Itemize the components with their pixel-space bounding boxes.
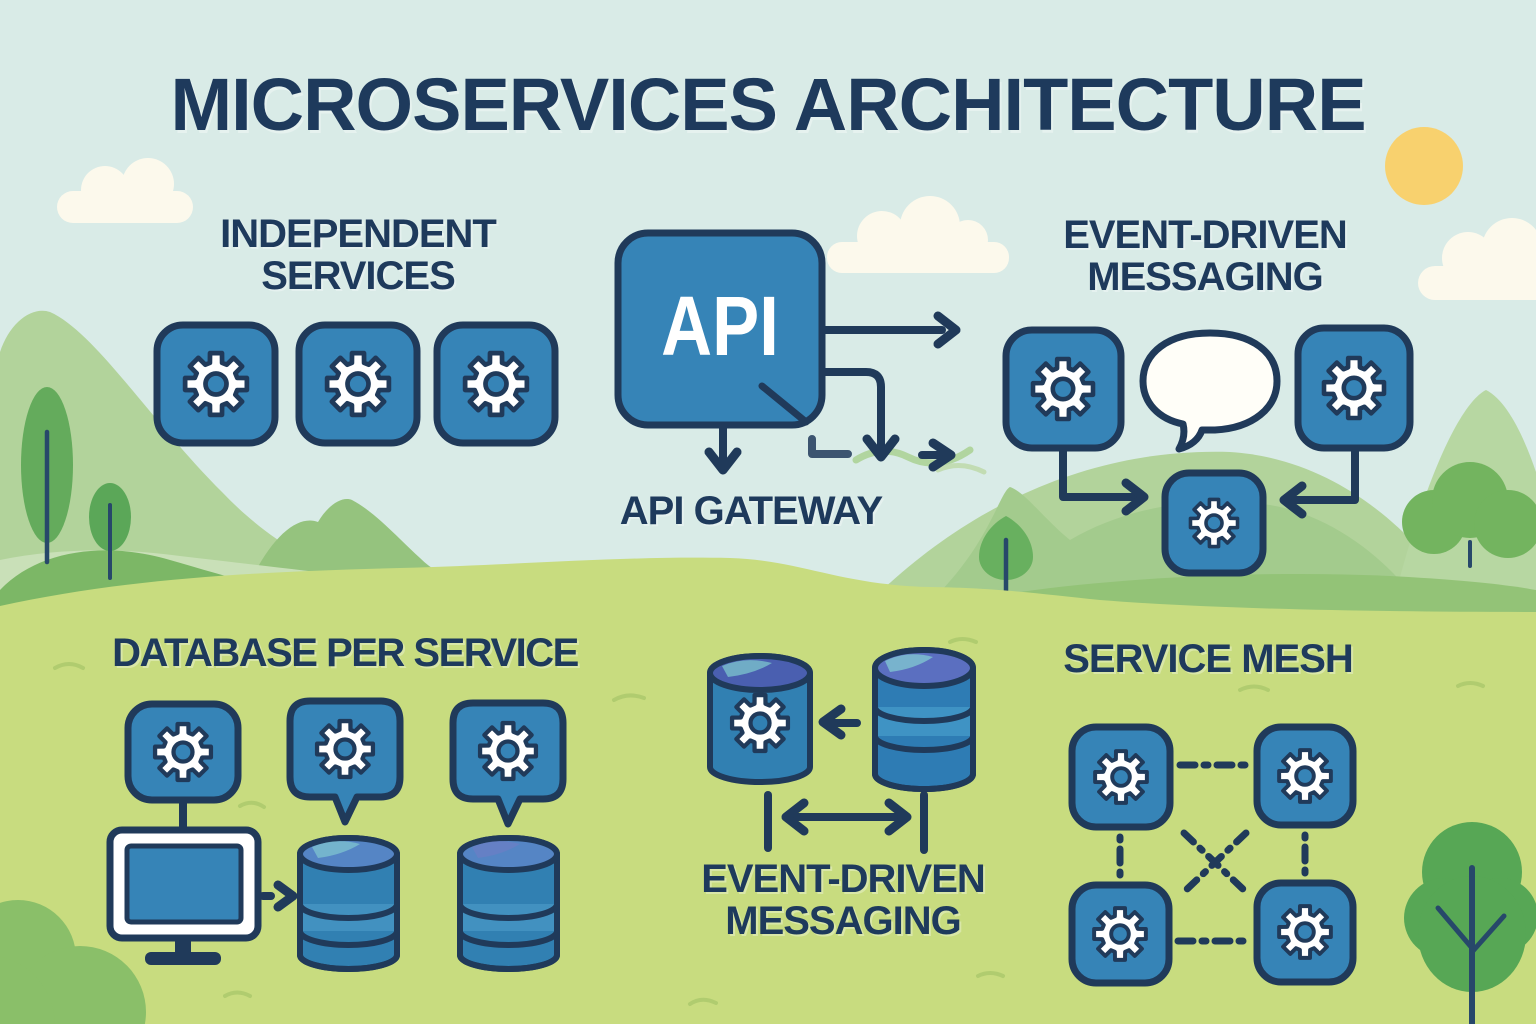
service-bubble [449, 699, 567, 828]
gear-icon [1033, 359, 1093, 419]
heading-line: SERVICES [261, 254, 456, 299]
api-gateway-caption: API GATEWAY [619, 489, 883, 533]
heading-line: MESSAGING [1087, 255, 1323, 300]
service-mesh-heading: SERVICE MESH [1063, 637, 1354, 681]
mesh-link [1180, 829, 1250, 896]
speech-bubble-icon [1139, 329, 1281, 453]
gear-icon [1324, 358, 1384, 418]
arrowhead-icon [704, 447, 742, 475]
database-per-service-cluster [106, 697, 567, 972]
arrowhead-icon [818, 704, 846, 740]
tree-icon [21, 387, 131, 580]
cloud-icon [1418, 218, 1536, 300]
arrowhead-icon [1279, 481, 1307, 519]
database-icon [457, 835, 560, 972]
independent-services-tiles [153, 321, 559, 447]
gear-icon [732, 695, 788, 751]
database-per-service-heading: DATABASE PER SERVICE [112, 631, 579, 675]
arrow-elbow [820, 368, 885, 452]
sun-icon [1385, 127, 1463, 205]
heading-line: EVENT-DRIVEN [701, 857, 986, 901]
arrowhead-icon [933, 311, 961, 349]
independent-services-heading: INDEPENDENT SERVICES [208, 213, 508, 298]
page-title: MICROSERVICES ARCHITECTURE [170, 63, 1366, 146]
arrowhead-icon [273, 880, 298, 912]
database-icon [872, 647, 976, 792]
api-gateway-cluster [614, 229, 961, 475]
heading-line: MESSAGING [725, 899, 961, 944]
event-messaging-bottom-heading: EVENT-DRIVEN MESSAGING [693, 858, 993, 943]
gear-icon [155, 724, 211, 780]
connector-line [1059, 444, 1139, 501]
arrowhead-icon [1121, 478, 1149, 516]
gear-icon [480, 723, 536, 779]
arrowhead-icon [781, 798, 809, 836]
gear-icon [185, 353, 247, 415]
gear-icon [1092, 906, 1148, 962]
gear-icon [1188, 497, 1240, 549]
event-messaging-bottom-cluster [707, 647, 976, 854]
cloud-icon [57, 158, 193, 223]
service-mesh-cluster [1068, 723, 1357, 987]
database-icon [297, 835, 400, 972]
gear-icon [465, 353, 527, 415]
connector-line [1289, 444, 1359, 504]
gear-icon [327, 353, 389, 415]
arrowhead-icon [862, 434, 900, 462]
bush [1402, 462, 1536, 568]
bush [0, 900, 146, 1024]
gear-icon [317, 721, 373, 777]
monitor-icon [106, 826, 262, 965]
arrowhead-icon [928, 438, 956, 472]
api-box-fold [758, 382, 810, 426]
event-messaging-top-heading: EVENT-DRIVEN MESSAGING [1055, 214, 1355, 299]
heading-line: EVENT-DRIVEN [1063, 213, 1348, 257]
connector-line [808, 435, 852, 458]
cloud-icon [827, 196, 1009, 273]
heading-line: INDEPENDENT [220, 212, 497, 256]
service-bubble [286, 697, 404, 826]
event-messaging-top-cluster [1002, 324, 1414, 577]
gear-icon [1277, 904, 1333, 960]
tree-icon [1404, 822, 1536, 1024]
api-box-label: API [661, 278, 779, 373]
gear-icon [1093, 749, 1149, 805]
arrowhead-icon [884, 798, 912, 836]
gear-icon [1277, 748, 1333, 804]
database-icon [707, 653, 813, 785]
